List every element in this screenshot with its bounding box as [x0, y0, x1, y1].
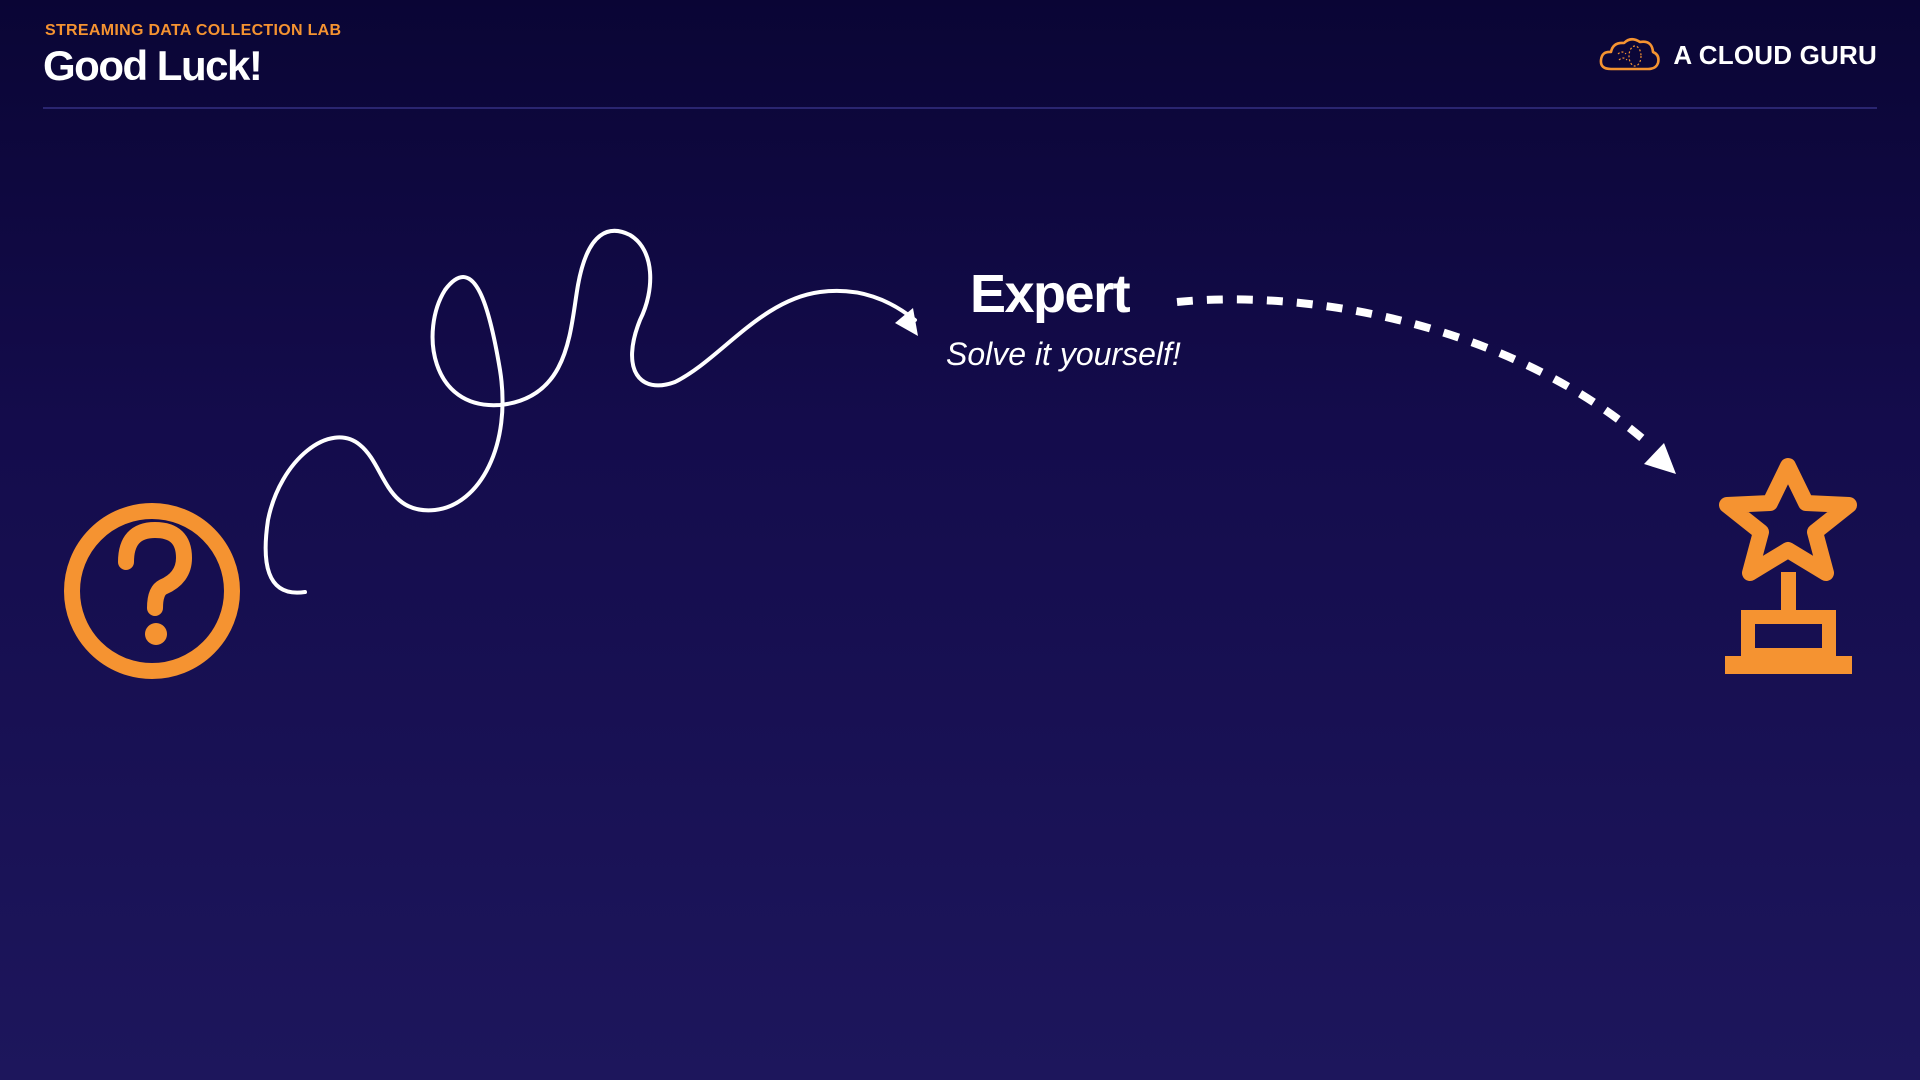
question-circle-icon — [64, 503, 240, 679]
star-trophy-icon — [1719, 458, 1857, 674]
cloud-logo-icon — [1599, 37, 1661, 71]
brand-name: A CLOUD GURU — [1673, 39, 1877, 70]
lab-eyebrow: STREAMING DATA COLLECTION LAB — [45, 22, 342, 39]
header-divider — [43, 107, 1877, 109]
level-subtitle: Solve it yourself! — [946, 336, 1181, 372]
squiggle-arrow — [263, 228, 918, 595]
brand: A CLOUD GURU — [1597, 36, 1877, 74]
dotted-arrow — [1176, 295, 1676, 474]
page-title: Good Luck! — [43, 42, 263, 89]
level-title: Expert — [970, 264, 1131, 324]
